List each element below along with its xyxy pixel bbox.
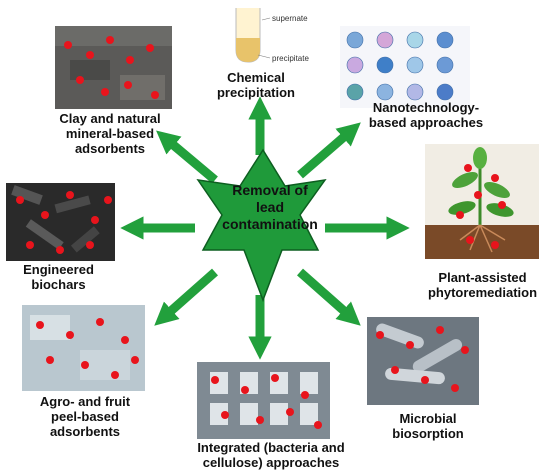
label-line: biochars [31,277,86,292]
label-line: Integrated (bacteria and [197,440,345,455]
test-tube-icon [235,8,271,63]
label-line: Nanotechnology- [372,100,480,115]
center-label: Removal of lead contamination [200,182,340,233]
label-plant-assisted: Plant-assisted phytoremediation [420,270,545,300]
label-line: biosorption [392,426,464,441]
label-agro-fruit-peel: Agro- and fruit peel-based adsorbents [30,394,140,439]
label-engineered-biochars: Engineered biochars [6,262,111,292]
label-line: Chemical [227,70,285,85]
label-line: based approaches [368,115,484,130]
arrow-down-left [154,268,218,326]
center-line-3: contamination [222,216,318,232]
tube-precipitate-label: precipitate [272,54,309,63]
label-clay-mineral: Clay and natural mineral-based adsorbent… [50,111,170,156]
plant-image [425,144,539,259]
label-line: mineral-based [65,126,155,141]
label-line: adsorbents [74,141,146,156]
arrows [120,96,410,360]
label-line: phytoremediation [427,285,538,300]
label-line: cellulose) approaches [202,455,340,470]
label-line: Plant-assisted [438,270,527,285]
center-line-2: lead [255,199,284,215]
arrow-up-left [156,130,218,184]
nanotechnology-image [340,26,470,108]
label-integrated-approaches: Integrated (bacteria and cellulose) appr… [186,440,356,470]
lead-ion-dots [16,36,506,429]
microbial-image [367,317,479,405]
integrated-image [197,362,330,439]
tube-supernate-label: supernate [272,14,308,23]
arrow-up-right [297,122,361,179]
label-line: Microbial [399,411,457,426]
label-chemical-precipitation: Chemical precipitation [196,70,316,100]
label-line: Engineered [23,262,94,277]
label-nanotechnology: Nanotechnology- based approaches [356,100,496,130]
agro-peel-image [22,305,145,391]
label-line: Agro- and fruit [39,394,131,409]
label-line: precipitation [216,85,295,100]
label-line: peel-based [51,409,119,424]
label-line: Clay and natural [59,111,161,126]
arrow-down-right [297,268,361,326]
label-line: adsorbents [49,424,121,439]
center-line-1: Removal of [232,182,308,198]
central-star [196,148,327,303]
label-microbial-biosorption: Microbial biosorption [378,411,478,441]
